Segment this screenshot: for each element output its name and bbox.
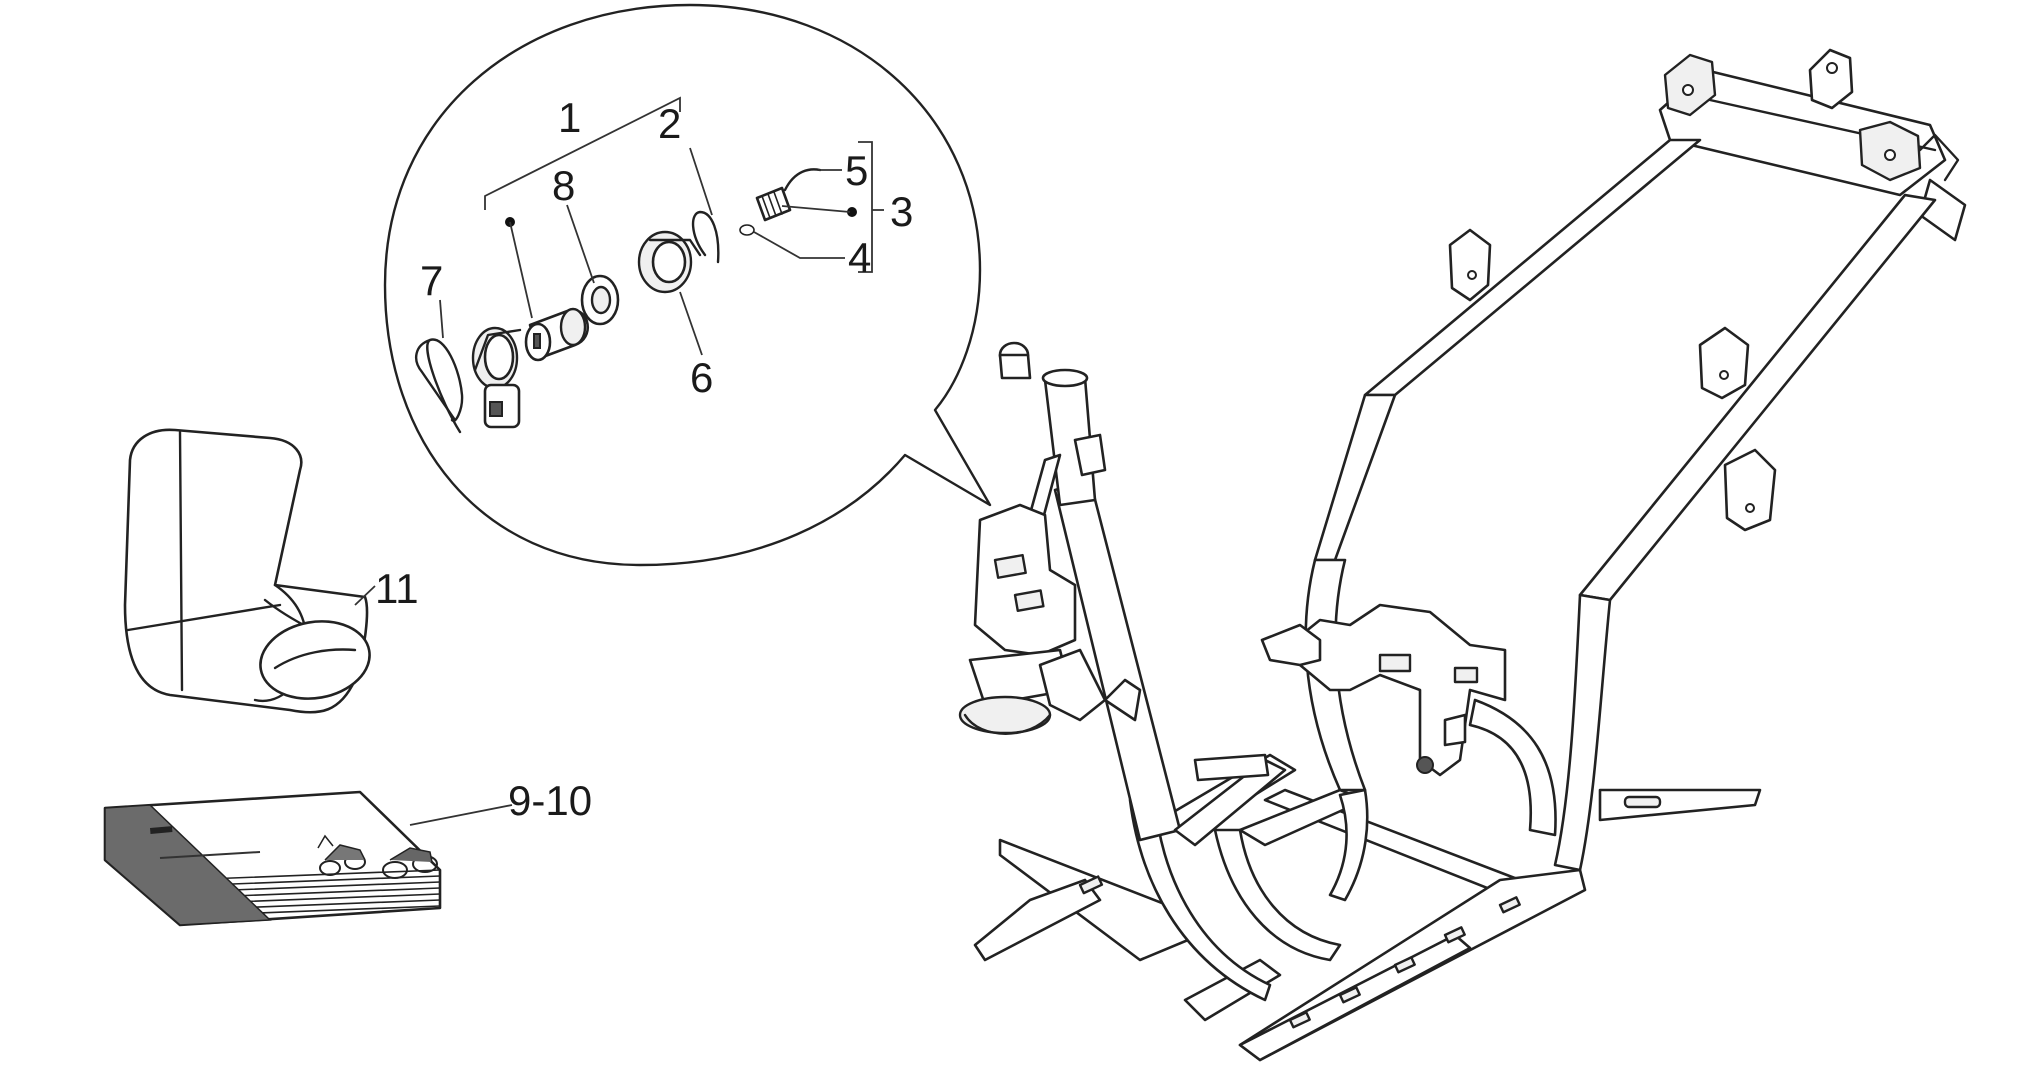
owner-manual-icon <box>103 790 513 927</box>
callout-2: 2 <box>658 100 681 147</box>
spring-clip-icon <box>414 338 464 434</box>
callout-6: 6 <box>690 354 713 401</box>
washer-icon <box>566 204 620 326</box>
detail-bubble <box>383 3 992 567</box>
callout-8: 8 <box>552 162 575 209</box>
callout-7: 7 <box>420 257 443 304</box>
scooter-frame-icon <box>958 48 1967 1062</box>
scooter-illustration-icon <box>317 834 438 879</box>
tool-pouch-icon <box>123 428 376 714</box>
small-ring-icon <box>739 224 845 259</box>
bracket-group-3 <box>858 141 884 273</box>
callout-4: 4 <box>848 234 871 281</box>
callout-9-10: 9-10 <box>508 777 592 824</box>
callout-3: 3 <box>890 188 913 235</box>
floor-slots <box>1078 875 1521 1029</box>
lock-cylinder-icon <box>505 217 590 362</box>
marker-3 <box>781 205 857 217</box>
lock-ring-icon <box>637 230 703 356</box>
spring-pin-icon <box>755 168 842 222</box>
small-clip-icon <box>689 147 720 264</box>
callout-5: 5 <box>845 147 868 194</box>
callout-11: 11 <box>375 565 419 612</box>
bracket-group-1 <box>484 96 681 210</box>
callout-1: 1 <box>558 94 581 141</box>
ignition-lock-icon <box>471 326 522 429</box>
